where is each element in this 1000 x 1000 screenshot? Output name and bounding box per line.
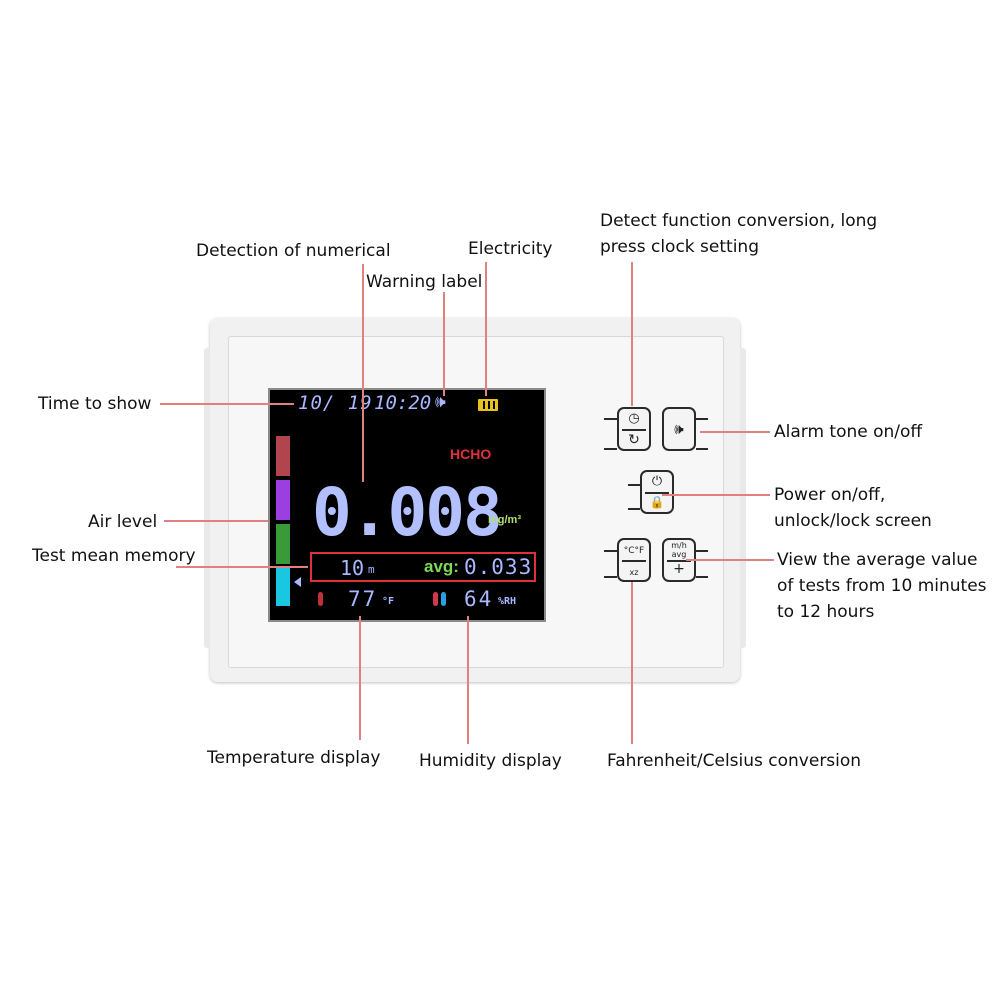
label-temperature: Temperature display: [207, 748, 381, 768]
lcd-screen: 10/ 19 10:20 🕪 HCHO 0.008 mg/m³ 10 m avg…: [268, 388, 546, 622]
unit-button-bracket-bottom: [604, 576, 617, 578]
power-button-divider: [645, 492, 669, 494]
alarm-button-bracket-bottom: [696, 448, 708, 450]
reading-unit: mg/m³: [488, 514, 521, 526]
thermometer-icon: [318, 592, 323, 606]
function-button-divider: [622, 429, 646, 431]
clock-icon: ◷: [628, 411, 640, 426]
leader-function: [631, 262, 633, 406]
temperature-value: 77: [348, 587, 378, 611]
date-display: 10/ 19: [298, 392, 373, 414]
leader-mean-memory: [176, 566, 308, 568]
label-test-mean-memory: Test mean memory: [32, 546, 196, 566]
leader-electricity: [485, 262, 487, 396]
label-air-level: Air level: [88, 512, 158, 532]
air-level-bar-2: [276, 480, 290, 520]
air-level-bar-1: [276, 436, 290, 476]
unit-celsius-fahrenheit-icon: °C°F: [619, 544, 649, 558]
function-button-bracket: [604, 418, 617, 420]
average-value: 0.033: [464, 555, 533, 579]
leader-air-level: [164, 520, 268, 522]
leader-average: [686, 559, 774, 561]
label-time-to-show: Time to show: [38, 394, 152, 414]
alarm-button[interactable]: 🕪: [662, 407, 696, 451]
label-detection-numerical: Detection of numerical: [196, 241, 391, 261]
unit-conversion-button[interactable]: °C°F xz: [617, 538, 651, 582]
label-electricity: Electricity: [468, 239, 553, 259]
function-button-bracket-bottom: [604, 448, 617, 450]
plus-icon: +: [673, 561, 685, 577]
label-view-average: View the average value of tests from 10 …: [777, 550, 987, 622]
gas-label: HCHO: [450, 446, 492, 462]
leader-alarm: [700, 431, 770, 433]
alarm-button-bracket: [696, 418, 708, 420]
air-level-pointer-icon: [294, 577, 301, 587]
celsius-label: °C: [623, 546, 635, 556]
humidity-unit: %RH: [498, 596, 517, 607]
label-warning: Warning label: [366, 272, 483, 292]
humidity-icon: [433, 592, 438, 606]
label-power: Power on/off, unlock/lock screen: [774, 485, 932, 531]
power-button-bracket: [628, 484, 640, 486]
average-memory-box: 10 m avg: 0.033: [310, 552, 536, 582]
unit-button-divider: [622, 560, 646, 562]
lock-icon: 🔒: [649, 495, 665, 509]
average-button[interactable]: m/h avg +: [662, 538, 696, 582]
label-fahrenheit-celsius: Fahrenheit/Celsius conversion: [607, 751, 862, 771]
speaker-icon: 🕪: [674, 420, 684, 438]
fahrenheit-label: °F: [634, 546, 645, 556]
unit-bottom-label: xz: [629, 568, 639, 577]
leader-time: [160, 403, 294, 405]
average-button-bracket: [696, 550, 708, 552]
power-button-bracket-bottom: [628, 508, 640, 510]
speaker-icon: 🕪: [435, 392, 446, 412]
average-period-unit: m: [368, 563, 375, 576]
leader-warning: [443, 292, 445, 396]
leader-fahrenheit: [631, 582, 633, 744]
unit-button-bracket: [604, 550, 617, 552]
temperature-unit: °F: [382, 596, 395, 607]
main-reading: 0.008: [312, 474, 503, 551]
humidity-value: 64: [464, 587, 494, 611]
label-humidity: Humidity display: [419, 751, 562, 771]
power-lock-button[interactable]: ⏻ 🔒: [640, 470, 674, 514]
function-clock-button[interactable]: ◷ ↻: [617, 407, 651, 451]
leader-detection: [362, 264, 364, 482]
label-detect-function: Detect function conversion, long press c…: [600, 211, 878, 257]
average-period: 10: [340, 556, 365, 580]
average-label: avg:: [424, 557, 459, 576]
time-display: 10:20: [374, 392, 432, 414]
leader-power: [662, 494, 770, 496]
leader-humidity: [467, 616, 469, 744]
label-alarm-tone: Alarm tone on/off: [774, 422, 923, 442]
average-button-divider: [667, 560, 691, 562]
leader-temperature: [359, 616, 361, 740]
refresh-icon: ↻: [628, 432, 640, 448]
air-level-bar-4: [276, 568, 290, 606]
average-button-bracket-bottom: [696, 576, 708, 578]
air-level-bar-3: [276, 524, 290, 564]
average-mode-label: m/h avg: [671, 541, 687, 559]
battery-icon: [478, 399, 498, 411]
power-icon: ⏻: [651, 474, 663, 489]
